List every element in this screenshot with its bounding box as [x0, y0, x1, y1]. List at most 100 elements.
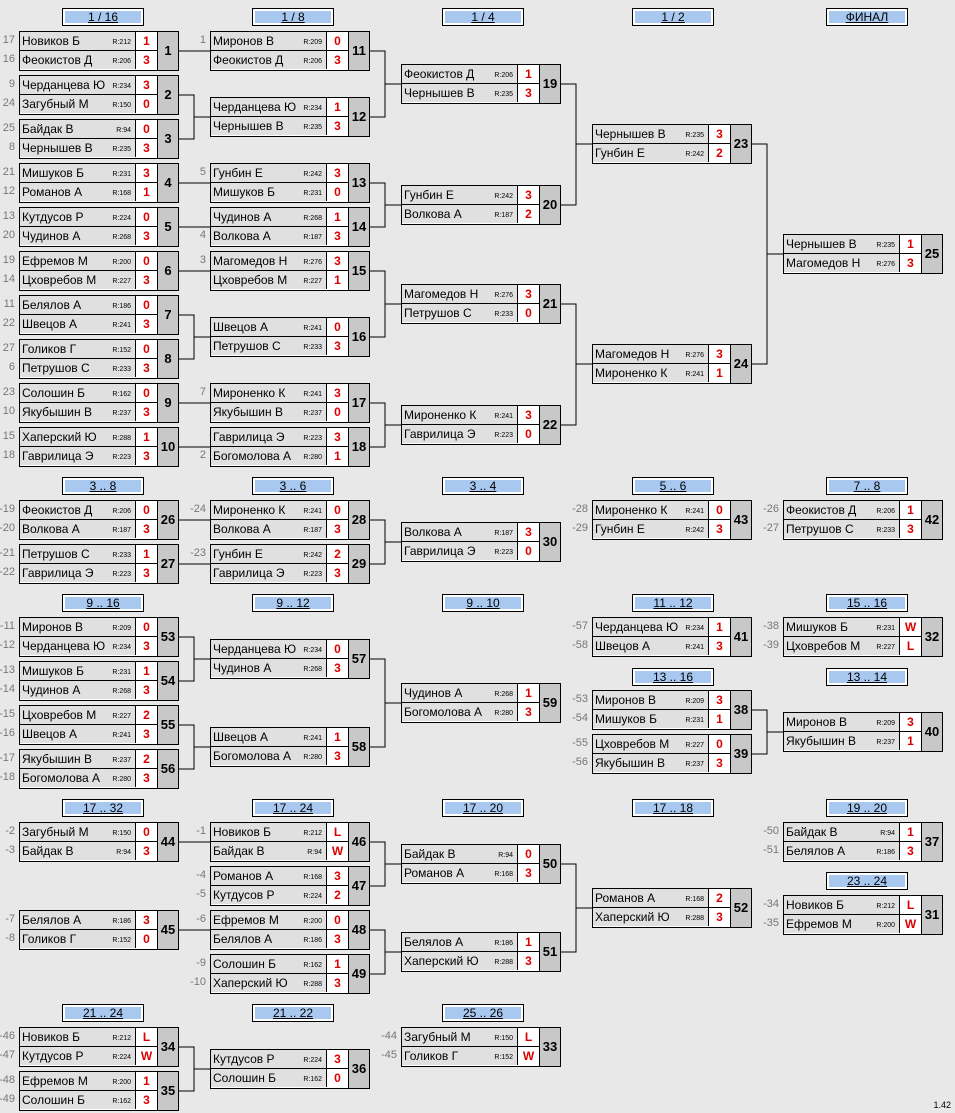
match-number[interactable]: 24: [730, 345, 751, 383]
match-number[interactable]: 21: [539, 285, 560, 323]
match-number[interactable]: 6: [157, 252, 178, 290]
round-header-tab[interactable]: 17 .. 18: [632, 799, 714, 817]
match-number[interactable]: 19: [539, 65, 560, 103]
match-number[interactable]: 7: [157, 296, 178, 334]
round-header-tab[interactable]: 21 .. 22: [252, 1004, 334, 1022]
match-number[interactable]: 49: [348, 955, 369, 993]
match-number[interactable]: 33: [539, 1028, 560, 1066]
round-header-tab[interactable]: 3 .. 4: [442, 477, 524, 495]
match-number[interactable]: 31: [921, 896, 942, 934]
round-header-tab[interactable]: 1 / 4: [442, 8, 524, 26]
round-header-tab[interactable]: 7 .. 8: [826, 477, 908, 495]
match-number[interactable]: 39: [730, 735, 751, 773]
match-number[interactable]: 35: [157, 1072, 178, 1110]
match-number[interactable]: 40: [921, 713, 942, 751]
match-number[interactable]: 16: [348, 318, 369, 356]
match-number[interactable]: 3: [157, 120, 178, 158]
match-number[interactable]: 54: [157, 662, 178, 700]
round-header-tab[interactable]: 15 .. 16: [826, 594, 908, 612]
round-header-tab[interactable]: ФИНАЛ: [826, 8, 908, 26]
round-header-tab[interactable]: 21 .. 24: [62, 1004, 144, 1022]
match-number[interactable]: 42: [921, 501, 942, 539]
round-header-tab[interactable]: 9 .. 10: [442, 594, 524, 612]
round-header-tab[interactable]: 3 .. 6: [252, 477, 334, 495]
match-number[interactable]: 11: [348, 32, 369, 70]
match-number[interactable]: 27: [157, 545, 178, 583]
round-header-tab[interactable]: 19 .. 20: [826, 799, 908, 817]
match-number[interactable]: 26: [157, 501, 178, 539]
round-header-tab[interactable]: 25 .. 26: [442, 1004, 524, 1022]
match-number[interactable]: 15: [348, 252, 369, 290]
round-header-tab[interactable]: 13 .. 14: [826, 668, 908, 686]
match-number[interactable]: 1: [157, 32, 178, 70]
match-number[interactable]: 28: [348, 501, 369, 539]
round-header-tab[interactable]: 23 .. 24: [826, 872, 908, 890]
match-number[interactable]: 55: [157, 706, 178, 744]
match-number[interactable]: 34: [157, 1028, 178, 1066]
match-number[interactable]: 51: [539, 933, 560, 971]
match-number[interactable]: 46: [348, 823, 369, 861]
match-number[interactable]: 57: [348, 640, 369, 678]
match-number[interactable]: 25: [921, 235, 942, 273]
match-number[interactable]: 9: [157, 384, 178, 422]
match-number[interactable]: 18: [348, 428, 369, 466]
match-number[interactable]: 38: [730, 691, 751, 729]
match-number[interactable]: 22: [539, 406, 560, 444]
round-header-tab[interactable]: 13 .. 16: [632, 668, 714, 686]
match-number[interactable]: 13: [348, 164, 369, 202]
round-header-tab[interactable]: 11 .. 12: [632, 594, 714, 612]
round-header-tab[interactable]: 9 .. 16: [62, 594, 144, 612]
